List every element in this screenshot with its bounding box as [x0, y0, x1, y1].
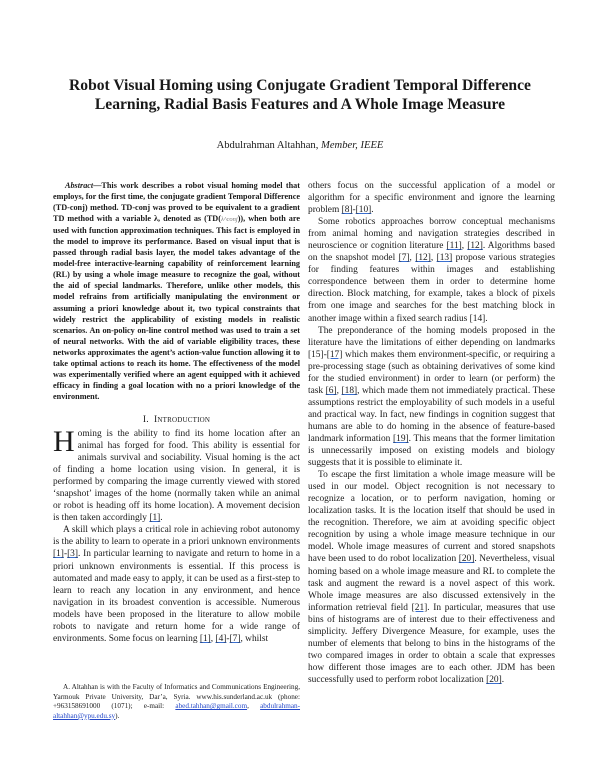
citation-link[interactable]: [20]: [458, 554, 475, 565]
punct: ,: [409, 253, 416, 264]
abstract-text-1: This work describes a robot visual homin…: [53, 181, 300, 224]
paragraph-text: . In particular, measures that use bins …: [308, 602, 556, 685]
punct: ,: [430, 253, 437, 264]
intro-paragraph-6: To escape the first limitation a whole i…: [308, 469, 555, 686]
paragraph-text: . In particular learning to navigate and…: [53, 549, 300, 644]
intro-paragraph-4: Some robotics approaches borrow conceptu…: [308, 216, 555, 324]
punct: ,: [461, 241, 468, 252]
citation-link[interactable]: [12]: [467, 241, 483, 252]
citation-link[interactable]: [1]: [199, 633, 211, 644]
paragraph-text: . This means that the former limitation …: [308, 433, 555, 469]
section-heading-introduction: I. Introduction: [53, 414, 300, 426]
punct: .: [501, 674, 505, 685]
punct: ,: [210, 633, 216, 644]
intro-paragraph-3: others focus on the successful applicati…: [308, 180, 555, 216]
citation-link[interactable]: [19]: [393, 433, 409, 444]
author-line: Abdulrahman Altahhan, Member, IEEE: [0, 140, 600, 151]
citation-link[interactable]: [17]: [326, 349, 343, 360]
paragraph-text: . Algorithms based on the snapshot model: [308, 241, 555, 264]
citation-link[interactable]: [18]: [341, 385, 358, 396]
paragraph-text: others focus on the successful applicati…: [308, 181, 555, 216]
intro-paragraph-2: A skill which plays a critical role in a…: [53, 524, 300, 644]
paragraph-text: oming is the ability to find its home lo…: [53, 428, 300, 524]
author-footnote: A. Altahhan is with the Faculty of Infor…: [53, 683, 300, 721]
paragraph-text: , which made them not immediately practi…: [308, 385, 555, 444]
formula-image: λ^conj: [220, 216, 238, 224]
punct: .: [160, 513, 163, 524]
left-column: Abstract—This work describes a robot vis…: [53, 180, 300, 645]
abstract: Abstract—This work describes a robot vis…: [53, 180, 300, 402]
section-number: I.: [142, 413, 149, 425]
paragraph-text: To escape the first limitation a whole i…: [308, 470, 555, 565]
citation-link[interactable]: [12]: [415, 253, 431, 264]
paragraph-text: The preponderance of the homing models p…: [308, 325, 555, 360]
punct: ,: [336, 385, 342, 396]
paragraph-text: A skill which plays a critical role in a…: [53, 525, 300, 548]
paragraph-text: which makes them environment-specific, o…: [308, 349, 555, 396]
paragraph-text: Some robotics approaches borrow conceptu…: [308, 217, 555, 252]
punct: -: [63, 549, 68, 560]
citation-link[interactable]: [1]: [149, 513, 161, 524]
paragraph-text: propose various strategies for finding f…: [308, 253, 556, 324]
punct: ).: [115, 711, 120, 720]
paragraph-text: , whilst: [240, 633, 269, 644]
paper-title: Robot Visual Homing using Conjugate Grad…: [69, 77, 531, 113]
paragraph-text: . Nevertheless, visual homing based on a…: [308, 554, 556, 613]
right-column: others focus on the successful applicati…: [308, 180, 555, 686]
dropcap-letter: H: [53, 424, 75, 458]
citation-link[interactable]: [11]: [446, 241, 462, 252]
intro-paragraph-5: The preponderance of the homing models p…: [308, 325, 555, 470]
author-membership: Member, IEEE: [321, 140, 384, 151]
abstract-label: Abstract: [65, 181, 94, 190]
citation-link[interactable]: [7]: [398, 253, 410, 264]
citation-link[interactable]: [10]: [355, 205, 372, 216]
abstract-text-2: )), when both are used with function app…: [53, 214, 300, 401]
citation-link[interactable]: [7]: [229, 633, 241, 644]
punct: ,: [247, 702, 261, 711]
citation-link[interactable]: [1]: [53, 549, 64, 560]
punct: -: [226, 633, 230, 644]
citation-link[interactable]: [21]: [411, 602, 428, 613]
citation-link[interactable]: [8]: [341, 205, 353, 216]
email-link-1[interactable]: abed.tahhan@gmail.com: [175, 702, 248, 711]
citation-link[interactable]: [13]: [436, 253, 453, 264]
abstract-dash: —: [93, 181, 102, 190]
punct: -: [352, 205, 356, 216]
footnote-text: A. Altahhan is with the Faculty of Infor…: [53, 683, 300, 711]
citation-link[interactable]: [20]: [486, 674, 502, 685]
section-title: Introduction: [154, 413, 211, 425]
email-link-2[interactable]: abdulrahman-altahhan@ypu.edu.sy: [53, 702, 301, 720]
citation-link[interactable]: [3]: [67, 549, 78, 560]
citation-link[interactable]: [6]: [325, 385, 337, 396]
citation-link[interactable]: [4]: [215, 633, 227, 644]
author-name: Abdulrahman Altahhan,: [216, 140, 319, 151]
punct: .: [371, 205, 374, 216]
